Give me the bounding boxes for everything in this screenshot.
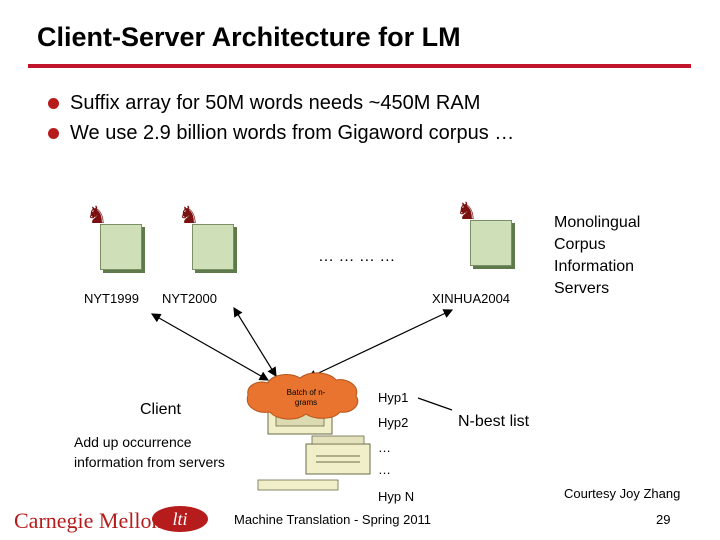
cmu-logo: Carnegie Mellon [14,508,163,533]
bullet-icon [48,128,59,139]
page-number: 29 [656,512,671,527]
server-link-arrow [306,309,454,379]
hyp-item: Hyp1 [378,390,409,405]
ngram-batch-cloud [246,372,359,420]
cloud-label-line: Batch of n- [286,388,326,397]
cloud-label-line: grams [294,398,318,407]
server-group-line: Corpus [554,236,606,253]
daemon-icon: ♞ [86,202,108,229]
server-group-line: Monolingual [554,214,641,231]
server-label: XINHUA2004 [432,291,511,306]
server-group-line: Information [554,258,635,275]
server-label: NYT2000 [162,291,217,306]
bullet-text: We use 2.9 billion words from Gigaword c… [70,122,515,144]
client-note-line: information from servers [74,454,225,470]
client-note: Add up occurrence information from serve… [74,432,225,472]
hyp-item: Hyp2 [378,415,409,430]
server-box [100,224,142,270]
daemon-icon: ♞ [178,202,200,229]
lti-logo: lti [152,506,208,532]
hyp-item: … [378,440,391,455]
hyp-item: Hyp N [378,489,415,504]
client-note-line: Add up occurrence [74,434,192,450]
server-link-arrow [233,306,277,378]
server-group-label: Monolingual Corpus Information Servers [554,212,640,300]
nbest-line [417,397,453,411]
server-group-line: Servers [554,280,610,297]
server-box [470,220,512,266]
hyp-item: … [378,462,391,477]
cloud-label: Batch of n- grams [270,388,342,408]
footer-course: Machine Translation - Spring 2011 [234,512,432,527]
bullet-icon [48,98,59,109]
bullet-text: Suffix array for 50M words needs ~450M R… [70,92,481,114]
daemon-icon: ♞ [456,198,478,225]
bullet-item: We use 2.9 billion words from Gigaword c… [48,122,514,145]
server-label: NYT1999 [84,291,139,306]
client-label: Client [140,401,181,418]
title-rule [28,64,691,68]
slide-title: Client-Server Architecture for LM [37,22,461,52]
footer-credit: Courtesy Joy Zhang [564,486,681,501]
bullet-item: Suffix array for 50M words needs ~450M R… [48,92,480,115]
server-link-arrow [150,313,270,381]
nbest-label: N-best list [458,413,530,430]
servers-ellipsis: … … … … [318,248,396,265]
server-box [192,224,234,270]
